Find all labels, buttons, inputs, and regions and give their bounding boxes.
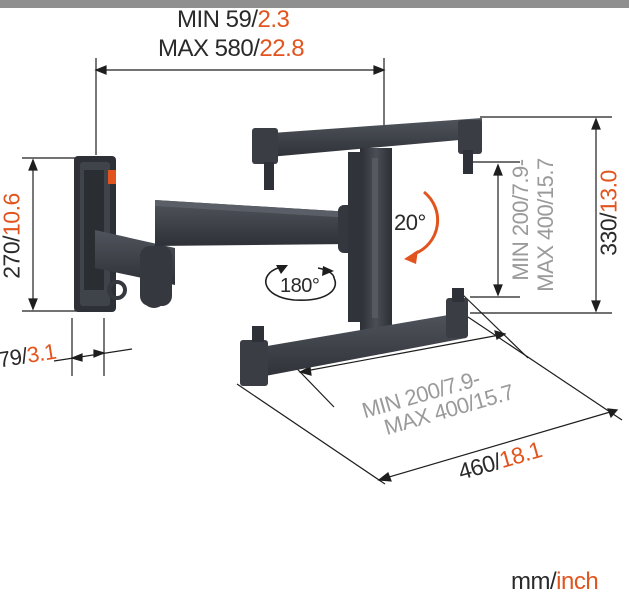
top-max-label: MAX 580/22.8 xyxy=(158,35,305,62)
top-bar xyxy=(0,0,629,8)
swivel-arrow-icon xyxy=(265,265,337,301)
vesa-v-max-sep: / xyxy=(533,199,558,205)
left-height-sep: / xyxy=(0,236,25,242)
top-max-inch: 22.8 xyxy=(259,35,305,62)
vesa-v-max-mm: MAX 400 xyxy=(533,204,558,292)
top-min-sep: / xyxy=(251,6,258,33)
top-min-mm: MIN 59 xyxy=(177,6,252,33)
vesa-v-min-mm: MIN 200 xyxy=(508,200,533,281)
dimension-lines xyxy=(22,58,623,485)
right-height-sep: / xyxy=(595,213,622,219)
tilt-arrow-icon xyxy=(404,190,440,264)
top-min-label: MIN 59/2.3 xyxy=(177,6,290,33)
units-inch: inch xyxy=(556,568,599,595)
top-min-inch: 2.3 xyxy=(257,6,290,33)
vesa-v-min-label: MIN 200/7.9- xyxy=(508,159,533,281)
units-mm: mm xyxy=(511,568,550,595)
left-height-label: 270/10.6 xyxy=(0,193,25,279)
vesa-v-min-sep: / xyxy=(508,195,533,201)
left-height-inch: 10.6 xyxy=(0,193,25,236)
tv-bracket xyxy=(240,118,482,386)
right-height-inch: 13.0 xyxy=(595,170,622,213)
tilt-label: 20° xyxy=(394,210,426,235)
left-height-mm: 270 xyxy=(0,241,25,279)
vesa-v-min-inch: 7.9- xyxy=(508,159,533,196)
swivel-arm xyxy=(95,200,362,308)
right-height-mm: 330 xyxy=(595,218,622,256)
top-max-mm: MAX 580 xyxy=(158,35,254,62)
top-max-sep: / xyxy=(253,35,260,62)
vesa-v-max-label: MAX 400/15.7 xyxy=(533,158,558,292)
units-label: mm/inch xyxy=(511,568,599,595)
vesa-v-max-inch: 15.7 xyxy=(533,158,558,200)
units-sep: / xyxy=(549,568,557,595)
swivel-label: 180° xyxy=(280,275,320,297)
left-depth-inch: 3.1 xyxy=(25,338,58,368)
right-height-label: 330/13.0 xyxy=(595,170,622,256)
